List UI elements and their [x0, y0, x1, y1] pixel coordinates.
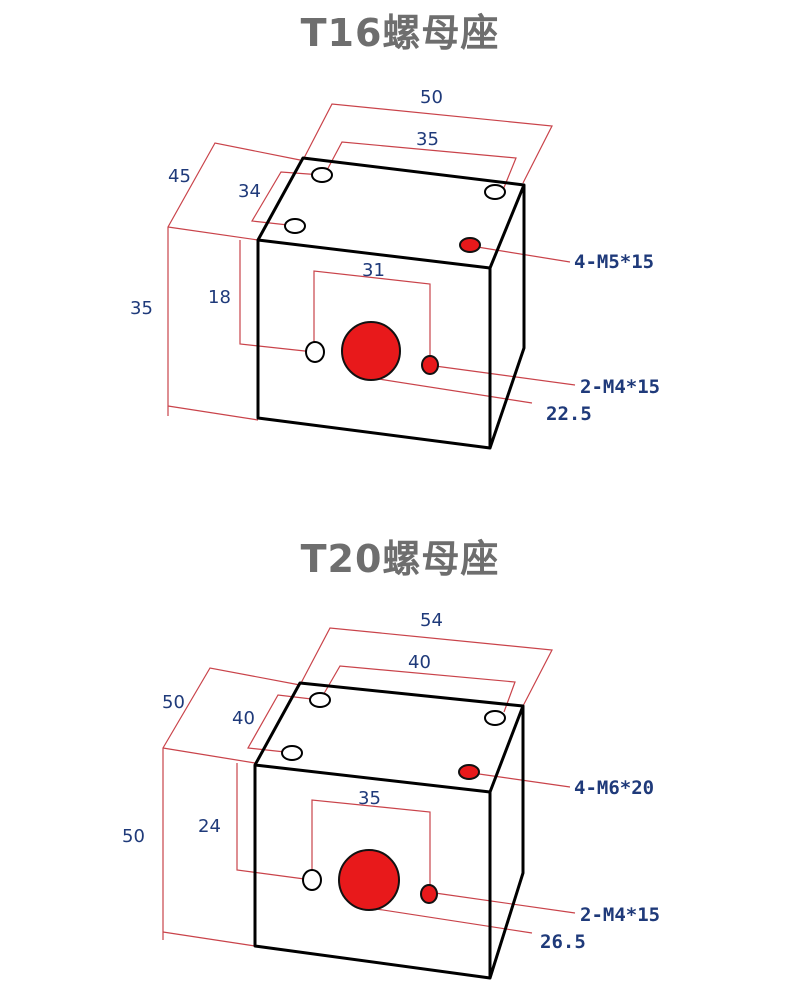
front-hole-right	[420, 884, 438, 904]
dim-hole-spacing-side: 34	[238, 181, 261, 202]
top-hole-1	[309, 692, 331, 708]
top-hole-threaded	[458, 764, 480, 780]
t16-nut-seat-drawing: 50 35 45 34 35 18 31 22.5 4-M5*15 2-M4*1…	[130, 87, 660, 450]
dim-length-outer: 54	[420, 610, 443, 631]
dimension-lines	[162, 627, 576, 947]
top-hole-2	[484, 184, 506, 200]
dim-height: 50	[122, 826, 145, 847]
dim-depth: 50	[162, 692, 185, 713]
block-outline	[256, 156, 526, 450]
spec-front-holes: 2-M4*15	[580, 376, 660, 398]
top-hole-1	[311, 167, 333, 183]
dim-hole-spacing-top: 35	[416, 129, 439, 150]
top-hole-3	[284, 218, 306, 234]
dim-bore: 22.5	[546, 403, 592, 425]
spec-front-holes: 2-M4*15	[580, 904, 660, 926]
dim-hole-height: 24	[198, 816, 221, 837]
dim-hole-spacing-side: 40	[232, 708, 255, 729]
dim-length-outer: 50	[420, 87, 443, 108]
t20-nut-seat-drawing: 54 40 50 40 50 24 35 26.5 4-M6*20 2-M4*1…	[122, 610, 660, 980]
diagram-title-t20: T20螺母座	[300, 537, 500, 581]
dim-front-spacing: 35	[358, 788, 381, 809]
spec-top-holes: 4-M6*20	[574, 777, 654, 799]
block-outline	[253, 681, 525, 980]
front-hole-left	[302, 869, 322, 891]
top-hole-threaded	[459, 237, 481, 253]
dim-hole-height: 18	[208, 287, 231, 308]
spec-top-holes: 4-M5*15	[574, 251, 654, 273]
dim-front-spacing: 31	[362, 260, 385, 281]
dim-hole-spacing-top: 40	[408, 652, 431, 673]
center-bore	[341, 321, 401, 381]
top-hole-3	[281, 745, 303, 761]
front-hole-right	[421, 355, 439, 375]
top-hole-2	[484, 710, 506, 726]
center-bore	[338, 849, 400, 911]
diagram-title-t16: T16螺母座	[300, 11, 500, 55]
front-hole-left	[305, 341, 325, 363]
dim-bore: 26.5	[540, 931, 586, 953]
dim-height: 35	[130, 298, 153, 319]
dim-depth: 45	[168, 166, 191, 187]
